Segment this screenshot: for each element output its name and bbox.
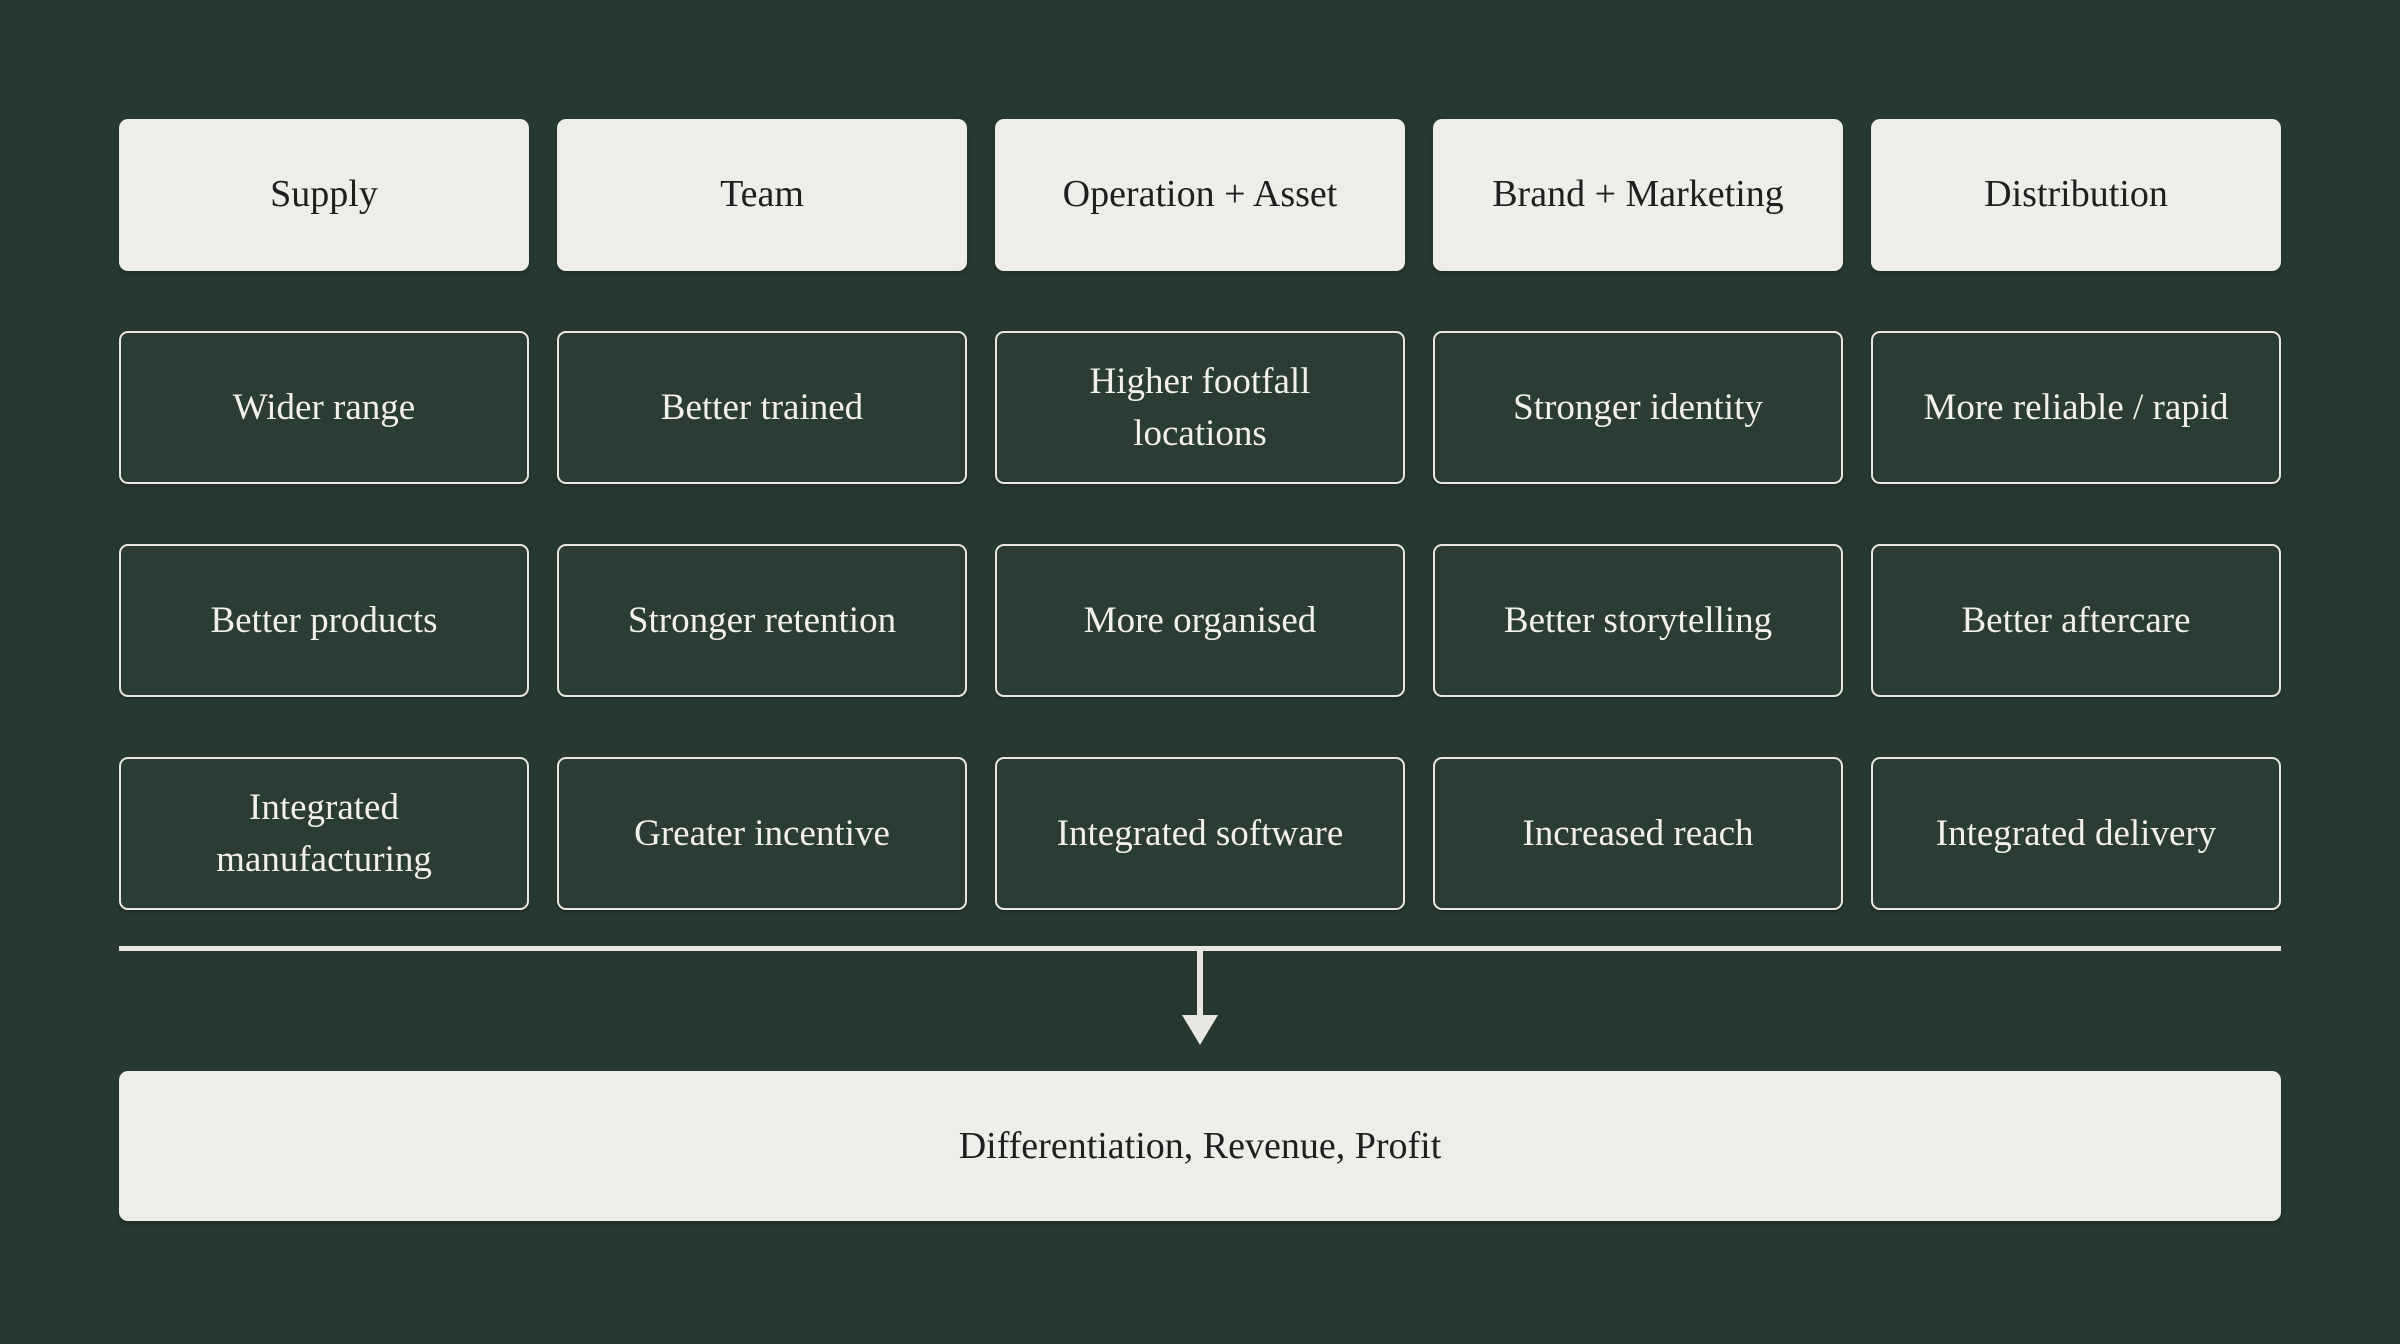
item-team-3: Greater incentive	[557, 757, 967, 910]
item-distribution-1: More reliable / rapid	[1871, 331, 2281, 484]
item-team-2: Stronger retention	[557, 544, 967, 697]
column-header-brand-marketing: Brand + Marketing	[1433, 119, 1843, 271]
column-header-operation-asset: Operation + Asset	[995, 119, 1405, 271]
divider	[119, 946, 2281, 1045]
down-arrow-stem	[1197, 951, 1203, 1015]
item-supply-3: Integrated manufacturing	[119, 757, 529, 910]
item-brand-marketing-1: Stronger identity	[1433, 331, 1843, 484]
column-header-supply: Supply	[119, 119, 529, 271]
divider-line	[119, 946, 2281, 951]
down-arrow-head	[1182, 1015, 1218, 1045]
item-distribution-3: Integrated delivery	[1871, 757, 2281, 910]
item-team-1: Better trained	[557, 331, 967, 484]
column-header-team: Team	[557, 119, 967, 271]
item-supply-2: Better products	[119, 544, 529, 697]
column-header-distribution: Distribution	[1871, 119, 2281, 271]
down-arrow-icon	[1182, 951, 1218, 1046]
strategy-grid: Supply Team Operation + Asset Brand + Ma…	[119, 119, 2281, 910]
outcome-bar: Differentiation, Revenue, Profit	[119, 1071, 2281, 1221]
item-operation-asset-2: More organised	[995, 544, 1405, 697]
item-brand-marketing-3: Increased reach	[1433, 757, 1843, 910]
item-brand-marketing-2: Better storytelling	[1433, 544, 1843, 697]
item-supply-1: Wider range	[119, 331, 529, 484]
item-operation-asset-3: Integrated software	[995, 757, 1405, 910]
item-operation-asset-1: Higher footfall locations	[995, 331, 1405, 484]
item-distribution-2: Better aftercare	[1871, 544, 2281, 697]
